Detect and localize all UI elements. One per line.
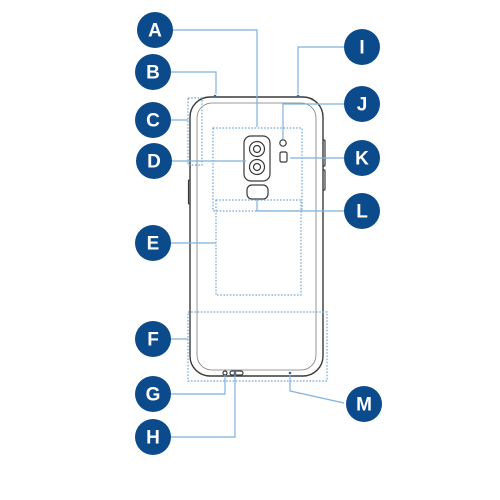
badge-d-circle <box>136 143 172 179</box>
bottom-area-outline <box>187 311 328 382</box>
badge-j-label: J <box>357 95 368 116</box>
badge-m-label: M <box>356 395 372 416</box>
badge-a: A <box>137 12 173 48</box>
rear-camera-lens-top-inner <box>252 144 262 154</box>
fingerprint-sensor <box>246 184 269 200</box>
leader-j <box>282 103 344 139</box>
badge-m-circle <box>346 386 382 422</box>
badge-i-label: I <box>359 38 364 59</box>
leader-l <box>256 200 344 212</box>
leader-a <box>173 29 258 127</box>
left-edge-outline <box>187 97 203 166</box>
badge-c: C <box>135 102 171 138</box>
leader-b <box>170 71 217 94</box>
badge-h: H <box>135 419 171 455</box>
heart-rate-sensor <box>279 139 287 147</box>
earphone-jack <box>222 370 228 376</box>
badge-d: D <box>136 143 172 179</box>
badge-k-label: K <box>355 149 369 170</box>
top-antenna-point <box>213 94 217 98</box>
speaker <box>288 371 292 375</box>
rear-camera-lens-bottom-inner <box>252 162 262 172</box>
badge-l-circle <box>344 193 380 229</box>
badge-i-circle <box>344 29 380 65</box>
top-microphone <box>296 94 300 98</box>
leader-g <box>170 375 226 395</box>
leader-i <box>297 46 344 94</box>
badge-m: M <box>346 386 382 422</box>
leader-h <box>170 375 236 438</box>
badge-e-circle <box>135 225 171 261</box>
badge-b-label: B <box>146 63 160 84</box>
badge-e-label: E <box>147 234 160 255</box>
badge-k: K <box>344 140 380 176</box>
badge-g-label: G <box>146 385 161 406</box>
badge-b-circle <box>135 54 171 90</box>
nfc-area-outline <box>215 199 302 296</box>
badge-f-circle <box>135 321 171 357</box>
badge-b: B <box>135 54 171 90</box>
flash <box>279 151 288 163</box>
badge-c-circle <box>135 102 171 138</box>
badge-g-circle <box>135 376 171 412</box>
badge-l: L <box>344 193 380 229</box>
badge-j: J <box>344 86 380 122</box>
badge-a-label: A <box>148 21 162 42</box>
badge-e: E <box>135 225 171 261</box>
badge-g: G <box>135 376 171 412</box>
badge-d-label: D <box>147 152 161 173</box>
badge-f: F <box>135 321 171 357</box>
badge-i: I <box>344 29 380 65</box>
badge-a-circle <box>137 12 173 48</box>
badge-j-circle <box>344 86 380 122</box>
badge-k-circle <box>344 140 380 176</box>
badge-l-label: L <box>356 202 368 223</box>
usb-port <box>229 370 244 376</box>
leader-m <box>289 375 345 404</box>
badge-c-label: C <box>146 111 160 132</box>
bottom-microphone <box>233 371 237 375</box>
badge-f-label: F <box>147 330 159 351</box>
badge-h-circle <box>135 419 171 455</box>
badge-h-label: H <box>146 428 160 449</box>
